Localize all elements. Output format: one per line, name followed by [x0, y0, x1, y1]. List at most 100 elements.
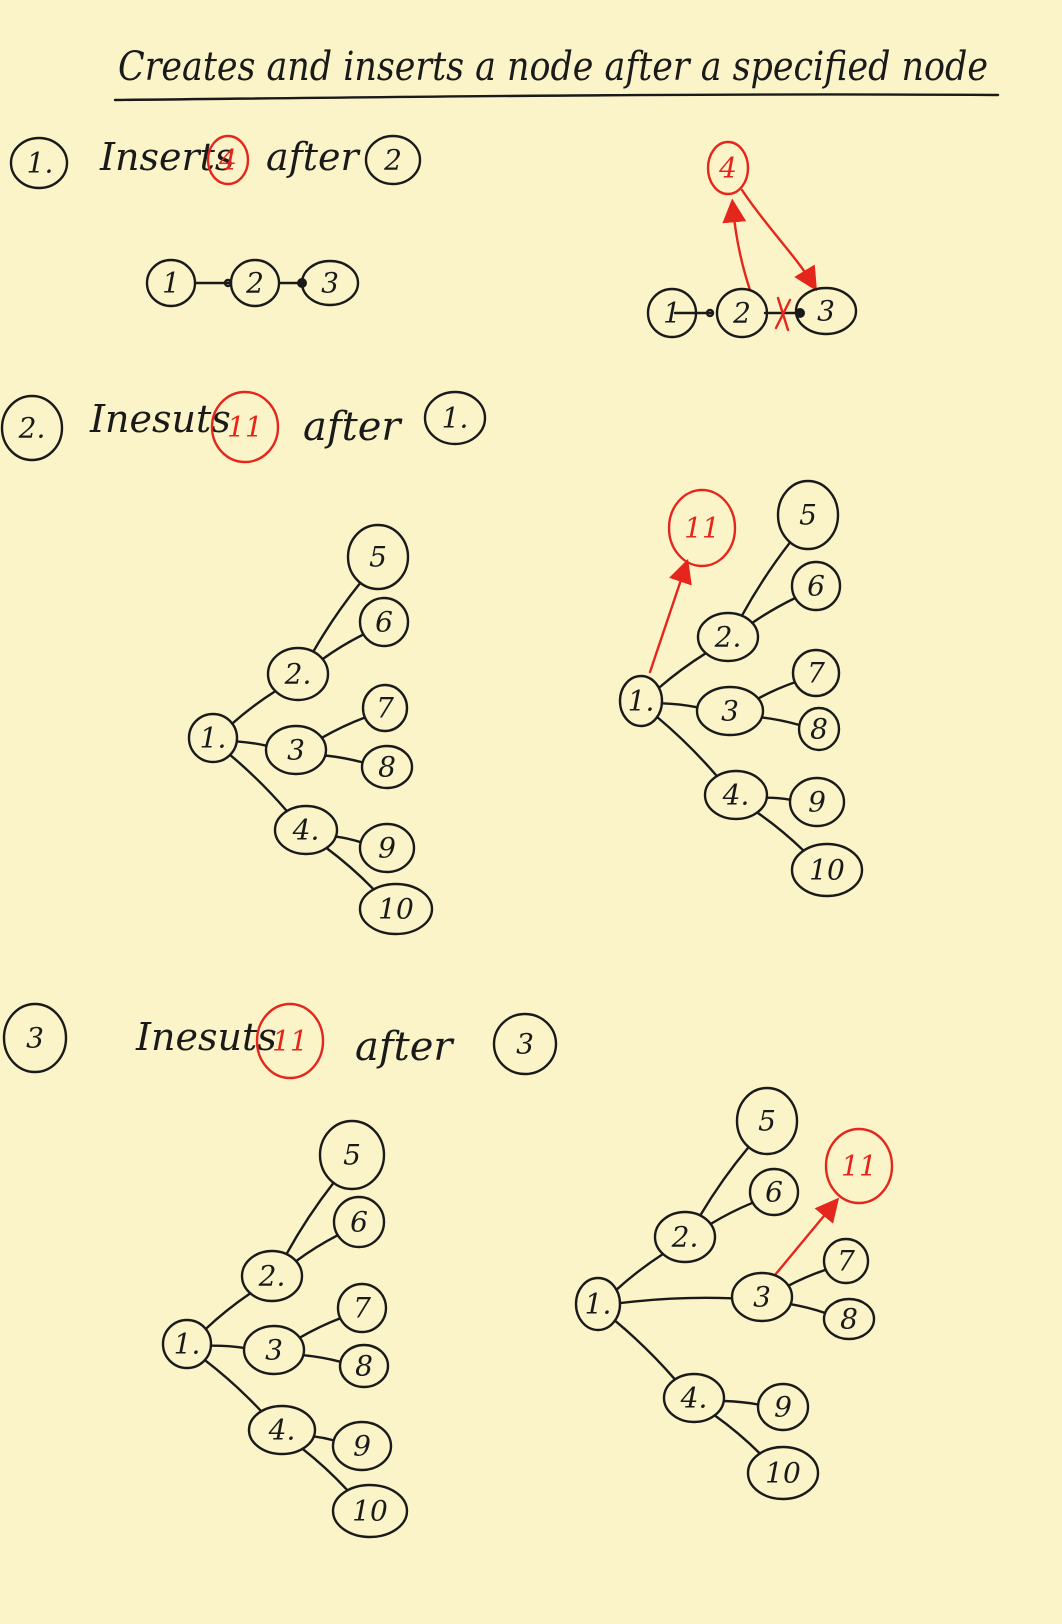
tree-node-label: 10 — [765, 1457, 801, 1490]
list-node-label: 2 — [732, 297, 751, 330]
tree-node — [161, 1318, 213, 1370]
tree-node-label: 1. — [200, 722, 227, 755]
target-node-circle — [492, 1012, 558, 1076]
list-node-label: 3 — [817, 295, 835, 328]
tree-node-label: 5 — [369, 541, 387, 574]
tree-node-label: 10 — [352, 1495, 388, 1528]
tree-node — [331, 1483, 409, 1539]
target-node-circle — [423, 390, 487, 446]
tree-node — [653, 1210, 717, 1264]
inserted-node-label: 11 — [272, 1025, 308, 1058]
target-node-circle — [364, 134, 422, 186]
tree-edge — [699, 1145, 750, 1217]
tree-node-label: 9 — [774, 1391, 792, 1424]
tree-node — [331, 1420, 393, 1472]
tree-node-label: 7 — [837, 1245, 855, 1278]
tree-node — [574, 1276, 622, 1332]
tree-node — [696, 611, 760, 663]
list-node — [715, 287, 769, 339]
tree-node-label: 6 — [375, 606, 393, 639]
tree-edge — [740, 541, 792, 617]
tree-node — [822, 1297, 876, 1341]
tree-node-label: 10 — [809, 854, 845, 887]
tree-node — [748, 1167, 800, 1217]
tree-node-label: 8 — [810, 713, 828, 746]
tree-node-label: 2. — [284, 658, 312, 691]
tree-node-label: 2. — [258, 1260, 286, 1293]
tree-node-label: 7 — [807, 657, 825, 690]
tree-edge — [334, 835, 362, 844]
inserted-node-circle — [206, 134, 250, 186]
target-node-label: 2 — [383, 144, 402, 177]
inserted-list-node-label: 4 — [718, 152, 737, 185]
inserted-node-circle — [255, 1002, 325, 1080]
tree-node-label: 3 — [753, 1281, 771, 1314]
list-node — [229, 258, 281, 308]
tree-node — [790, 560, 842, 612]
tree-node — [346, 523, 410, 591]
tree-node-label: 5 — [343, 1139, 361, 1172]
tree-node — [358, 882, 434, 936]
tree-edge — [756, 811, 805, 852]
inserted-tree-node — [824, 1127, 894, 1205]
tree-node — [797, 706, 841, 752]
tree-node — [730, 1271, 794, 1323]
tree-node-label: 4. — [268, 1414, 296, 1447]
tree-node-label: 4. — [292, 814, 320, 847]
tree-node — [187, 712, 239, 764]
tree-edge — [203, 1358, 263, 1413]
list-node — [646, 287, 698, 339]
tree-node — [332, 1195, 386, 1249]
tree-node — [791, 648, 841, 698]
inserted-list-node — [706, 140, 750, 196]
list-node-label: 1 — [162, 267, 180, 300]
tree-node-label: 9 — [378, 832, 396, 865]
list-node — [300, 259, 360, 307]
tree-edge — [325, 846, 375, 891]
inserted-node-label: 11 — [227, 411, 263, 444]
tree-node — [273, 804, 339, 856]
tree-edge — [709, 1201, 754, 1226]
tree-edge — [722, 1399, 760, 1406]
section-2-header: 2. Inesuts 11 after 1. — [0, 390, 487, 464]
tree-node-label: 7 — [376, 692, 394, 725]
tree-edge — [760, 716, 801, 727]
tree-node — [735, 1086, 799, 1156]
insert-arrow — [648, 558, 692, 674]
tree-node-label: 6 — [350, 1206, 368, 1239]
after-word: after — [303, 404, 403, 450]
tree-edge — [655, 715, 719, 778]
tree-node-label: 5 — [799, 499, 817, 532]
tree-node — [695, 685, 765, 737]
tree-edge — [713, 1414, 762, 1455]
tree-node-label: 6 — [765, 1176, 783, 1209]
inserted-node-circle — [210, 390, 280, 464]
tree-node — [756, 1382, 810, 1432]
tree-edge — [235, 740, 268, 747]
tree-edge — [618, 1296, 734, 1305]
tree-node-label: 5 — [758, 1105, 776, 1138]
tree-node-label: 4. — [722, 779, 750, 812]
tree-edge — [324, 754, 364, 764]
list-node-label: 2 — [245, 267, 264, 300]
tree-node — [788, 776, 846, 828]
tree-node — [776, 479, 840, 551]
tree-edge — [757, 681, 797, 700]
tree-edge — [787, 1268, 827, 1287]
tree-edge — [298, 1317, 342, 1339]
section-3-header: 3 Inesuts 11 after 3 — [2, 1002, 558, 1080]
tree-edge — [765, 796, 792, 801]
section-number: 3 — [26, 1022, 44, 1055]
tree-node-label: 1. — [585, 1288, 612, 1321]
tree-node — [242, 1324, 306, 1376]
tree-edge — [613, 1319, 677, 1381]
section-number-circle — [9, 136, 69, 190]
tree-edge — [615, 1252, 665, 1291]
tree-node — [662, 1372, 726, 1424]
section-verb: Inesuts — [135, 1015, 277, 1059]
inserted-tree-node-label: 11 — [841, 1150, 877, 1183]
